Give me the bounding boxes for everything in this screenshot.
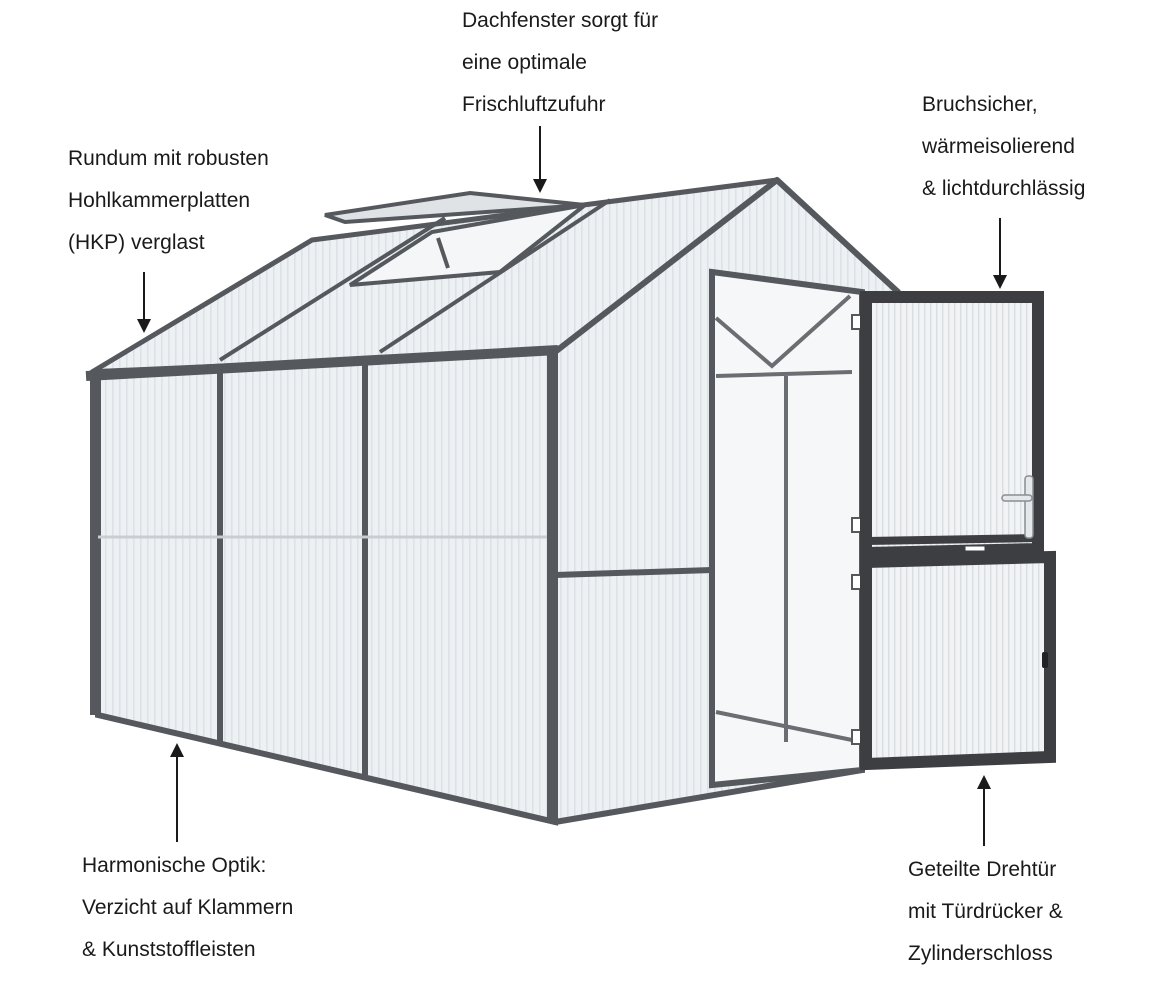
door-latch [964,545,986,552]
callout-panels-line-2: Hohlkammerplatten [68,189,251,212]
callout-glazing-line-3: & lichtdurchlässig [922,177,1086,200]
roof-window-sash [324,190,586,225]
callout-glazing: Bruchsicher, wärmeisolierend & lichtdurc… [922,84,1085,210]
callout-roof-window-line-3: Frischluftzufuhr [462,93,606,116]
callout-roof-window-line-1: Dachfenster sorgt für [462,9,659,32]
callout-glazing-line-2: wärmeisolierend [922,135,1075,158]
callout-door: Geteilte Drehtür mit Türdrücker & Zylind… [908,849,1063,975]
callout-panels: Rundum mit robusten Hohlkammerplatten (H… [68,138,269,264]
cylinder-lock-icon [1042,652,1048,668]
callout-panels-line-1: Rundum mit robusten [68,147,269,170]
side-wall-posts [217,360,368,775]
callout-optics: Harmonische Optik: Verzicht auf Klammern… [82,845,293,971]
roof-rafters [218,198,612,362]
callout-panels-line-3: (HKP) verglast [68,231,205,254]
gable-crossbar [554,567,713,578]
callout-arrows [137,126,1007,846]
callout-optics-line-3: & Kunststoffleisten [82,938,256,961]
callout-door-line-3: Zylinderschloss [908,942,1053,965]
lower-door-leaf [860,550,1056,771]
callout-roof-window: Dachfenster sorgt für eine optimale Fris… [462,0,658,126]
door-handle-icon [1001,475,1034,539]
interior-frame [714,294,853,742]
callout-optics-line-2: Verzicht auf Klammern [82,896,294,919]
callout-optics-line-1: Harmonische Optik: [82,854,267,877]
callout-door-line-1: Geteilte Drehtür [908,858,1057,881]
roof-window-strut [436,237,450,269]
upper-door-leaf [860,291,1044,560]
side-wall [95,348,558,826]
callout-glazing-line-1: Bruchsicher, [922,93,1038,116]
upper-door-bottom-rail [865,534,1039,545]
callout-door-line-2: mit Türdrücker & [908,900,1063,923]
eave-beam [85,345,559,381]
callout-roof-window-line-2: eine optimale [462,51,587,74]
